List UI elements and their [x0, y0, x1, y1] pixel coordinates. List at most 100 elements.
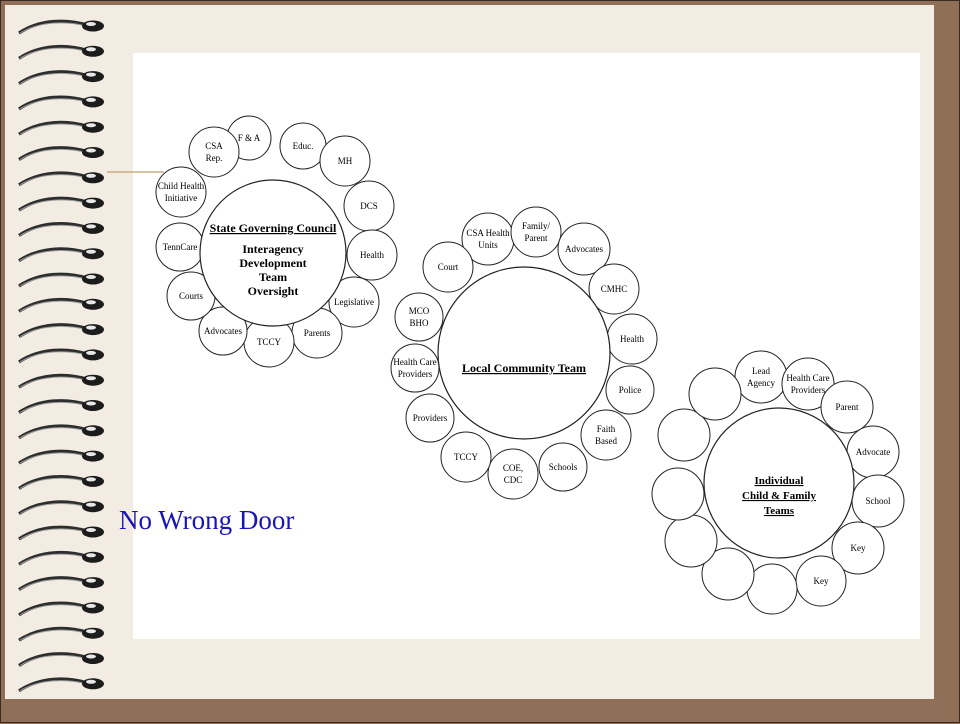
center-label: Child & Family	[742, 490, 816, 502]
member-circle: Key	[795, 555, 847, 607]
member-label: Health	[620, 334, 644, 344]
member-circle: COE, CDC	[487, 448, 539, 500]
member-circle: Health	[606, 313, 658, 365]
spiral-ring	[18, 272, 104, 288]
member-label: Providers	[398, 369, 433, 379]
member-label: Providers	[413, 413, 448, 423]
spiral-ring	[18, 120, 104, 136]
member-label: Agency	[747, 378, 775, 388]
member-circle: CMHC	[588, 263, 640, 315]
member-label: Initiative	[165, 193, 198, 203]
member-label: Units	[478, 240, 498, 250]
spiral-binding	[18, 19, 104, 693]
member-circle	[651, 467, 705, 521]
spiral-ring	[18, 525, 104, 541]
member-circle: School	[851, 474, 905, 528]
member-label: CDC	[504, 475, 523, 485]
spiral-ring	[18, 171, 104, 187]
member-label: Parents	[304, 328, 331, 338]
center-circle: State Governing CouncilInteragencyDevelo…	[199, 179, 347, 327]
member-label: CMHC	[601, 284, 628, 294]
member-circle: MH	[319, 135, 371, 187]
spiral-ring	[18, 550, 104, 566]
spiral-ring	[18, 95, 104, 111]
member-label: Police	[619, 385, 642, 395]
member-label: Providers	[791, 385, 826, 395]
member-circle	[701, 547, 755, 601]
member-label: CSA	[205, 141, 223, 151]
member-label: Parent	[836, 402, 859, 412]
member-label: DCS	[360, 201, 378, 211]
spiral-ring	[18, 247, 104, 263]
spiral-ring	[18, 601, 104, 617]
spiral-ring	[18, 500, 104, 516]
spiral-ring	[18, 677, 104, 693]
member-label: Schools	[549, 462, 578, 472]
member-label: Advocates	[565, 244, 603, 254]
member-label: MCO	[409, 306, 430, 316]
slide-title: No Wrong Door	[119, 505, 295, 535]
member-label: School	[865, 496, 891, 506]
spiral-ring	[18, 44, 104, 60]
member-circle: DCS	[343, 180, 395, 232]
spiral-ring	[18, 449, 104, 465]
member-label: Courts	[179, 291, 204, 301]
member-circle: Police	[605, 365, 655, 415]
spiral-ring	[18, 373, 104, 389]
member-circle: MCO BHO	[394, 292, 444, 342]
member-circle: Court	[422, 241, 474, 293]
spiral-ring	[18, 196, 104, 212]
member-label: F & A	[238, 133, 261, 143]
member-label: Health Care	[393, 357, 436, 367]
member-label: Based	[595, 436, 617, 446]
member-label: Advocates	[204, 326, 242, 336]
center-label: Teams	[764, 505, 795, 517]
member-circle: Legislative	[328, 276, 380, 328]
spiral-ring	[18, 19, 104, 35]
member-label: TCCY	[454, 452, 479, 462]
member-label: TCCY	[257, 337, 282, 347]
spiral-ring	[18, 146, 104, 161]
spiral-ring	[18, 424, 104, 440]
member-circle: Advocate	[846, 425, 900, 479]
spiral-ring	[18, 70, 104, 85]
center-label: Oversight	[248, 284, 299, 298]
member-circle: Parent	[820, 380, 874, 434]
member-circle: Providers	[405, 393, 455, 443]
member-label: Rep.	[206, 153, 223, 163]
member-circle	[664, 514, 718, 568]
spiral-ring	[18, 626, 104, 642]
cluster-state: F & AEduc.MHDCSHealthLegislativeParentsT…	[155, 115, 398, 368]
center-label: Individual	[755, 475, 804, 487]
member-label: Parent	[525, 233, 548, 243]
spiral-ring	[18, 323, 104, 338]
member-label: Health Care	[786, 373, 829, 383]
member-label: COE,	[503, 463, 523, 473]
member-circle: Schools	[538, 442, 588, 492]
member-circle: Advocates	[557, 222, 611, 276]
member-label: Key	[814, 576, 829, 586]
member-label: BHO	[409, 318, 429, 328]
spiral-ring	[18, 222, 104, 237]
member-label: MH	[338, 156, 353, 166]
spiral-ring	[18, 297, 104, 313]
member-label: Child Health	[158, 181, 205, 191]
member-label: Advocate	[856, 447, 890, 457]
member-circle: Health	[346, 229, 398, 281]
member-label: Legislative	[334, 297, 374, 307]
spiral-ring	[18, 399, 104, 414]
member-circle: TennCare	[155, 222, 205, 272]
cluster-local: CSA HealthUnitsFamily/ParentAdvocatesCMH…	[390, 206, 658, 500]
center-label: Local Community Team	[462, 361, 586, 375]
center-label: State Governing Council	[210, 221, 337, 235]
member-label: Faith	[597, 424, 616, 434]
